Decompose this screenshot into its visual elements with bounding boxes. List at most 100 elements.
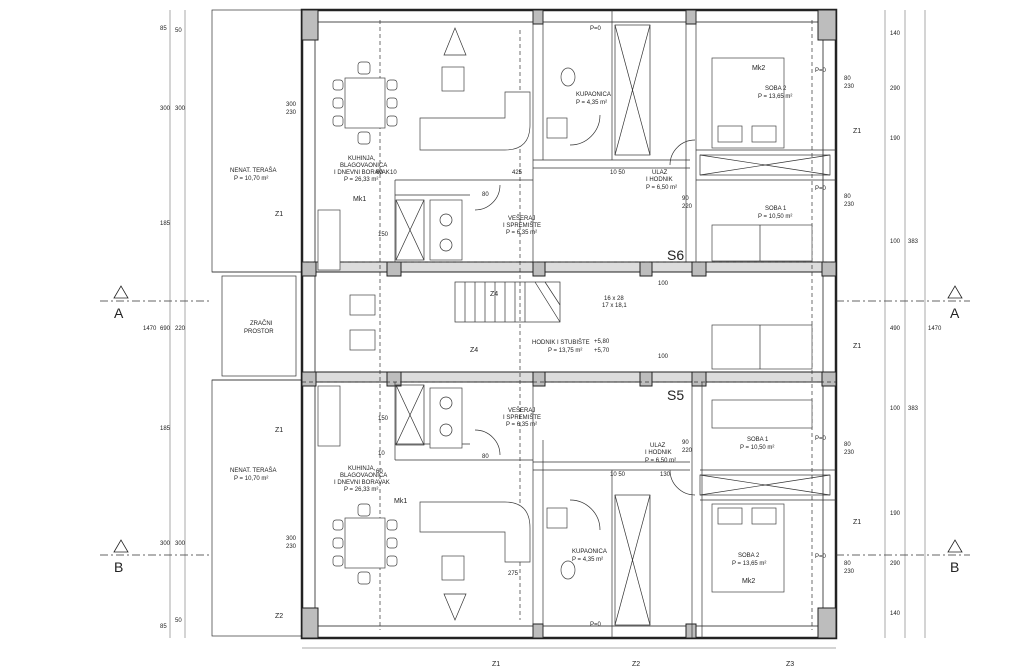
bath-top-area: P = 4,35 m² [576,100,607,106]
room1-top-area: P = 10,50 m² [758,214,792,220]
left-dim-85-top: 85 [160,26,167,32]
air-space-name-1: ZRAČNI [250,320,273,327]
kitchen-bottom-name-1: KUHINJA, [348,466,376,472]
stairs-line-1: 16 x 28 [604,296,624,302]
wall-tag-z4-b: Z4 [470,347,478,354]
laundry-top-name-2: I SPREMIŠTE [503,222,541,229]
entry-top-area: P = 6,50 m² [646,185,677,191]
entry-top-name-1: ULAZ [652,170,668,176]
wall-tag-z4-a: Z4 [490,291,498,298]
bath-top-name: KUPAONICA [576,92,611,98]
wall-tag-z2-b: Z2 [632,661,640,668]
laundry-top-name-1: VEŠERAJ [508,215,535,222]
laundry-bottom-name-1: VEŠERAJ [508,407,535,414]
dim-150-top: 150 [378,232,389,238]
left-dim-185-top: 185 [160,221,171,227]
win-dim-230-c: 230 [844,450,855,456]
wall-tag-z1-c: Z1 [853,128,861,135]
kitchen-bottom-area: P = 26,33 m² [344,487,378,493]
hall-level-down: +5,70 [594,348,610,354]
entry-top-name-2: I HODNIK [646,177,673,183]
dim-130: 130 [660,472,671,478]
left-dim-300-top: 300 [160,106,171,112]
terrace-top [211,9,303,273]
win-dim-230-top: 230 [286,110,297,116]
wall-tag-z1-a: Z1 [275,211,283,218]
dim-150-bottom: 150 [378,416,389,422]
right-total: 1470 [928,326,942,332]
stair-s5: S5 [667,387,684,403]
door-dim-220-a: 220 [682,204,693,210]
kitchen-top-name-3: I DNEVNI BORAVAK [334,170,390,176]
dim-80-laundry: 80 [482,192,489,198]
win-dim-230-b: 230 [844,202,855,208]
kitchen-top-area: P = 26,33 m² [344,177,378,183]
wall-tag-z1-d: Z1 [853,343,861,350]
section-a-right: A [950,305,960,321]
dim-1050-bottom: 10 50 [610,472,626,478]
win-dim-80-b: 80 [844,194,851,200]
left-dim-300b-top: 300 [175,106,186,112]
dim-80-laundry-b: 80 [482,454,489,460]
room2-bottom-tag: Mk2 [742,578,755,585]
win-dim-80-a: 80 [844,76,851,82]
section-b-right: B [950,559,959,575]
room2-top-name: SOBA 2 [765,86,787,92]
hall-level-up: +5,80 [594,339,610,345]
kitchen-top-name-2: BLAGOVAONICA [340,163,387,169]
wall-tag-z1-b: Z1 [275,427,283,434]
air-space-name-2: PROSTOR [244,329,274,335]
win-dim-300-bottom: 300 [286,536,297,542]
window-mark-2: P=0 [590,622,602,628]
kitchen-bottom-tag: Mk1 [394,498,407,505]
right-dim-140-top: 140 [890,31,901,37]
left-dim-185-bottom: 185 [160,426,171,432]
entry-bottom-area: P = 6,50 m² [645,458,676,464]
bath-bottom-area: P = 4,35 m² [572,557,603,563]
win-dim-300-top: 300 [286,102,297,108]
laundry-bottom-name-2: I SPREMIŠTE [503,414,541,421]
wall-tag-z1-f: Z1 [492,661,500,668]
room1-bottom-area: P = 10,50 m² [740,445,774,451]
left-total: 1470 [143,326,157,332]
stair-s6: S6 [667,247,684,263]
right-dim-190-bottom: 190 [890,511,901,517]
right-dim-383-bottom: 383 [908,406,919,412]
stairs-line-2: 17 x 18,1 [602,303,627,309]
dim-60-bottom: 60 [376,469,383,475]
wall-tag-z3: Z3 [786,661,794,668]
right-dim-490: 490 [890,326,901,332]
terrace-bottom [211,379,303,637]
dim-100-stair-b: 100 [658,354,669,360]
win-dim-230-bottom: 230 [286,544,297,550]
kitchen-bottom-name-3: I DNEVNI BORAVAK [334,480,390,486]
door-dim-90-a: 90 [682,196,689,202]
door-dim-220-b: 220 [682,448,693,454]
dim-60-top: 60 [376,170,383,176]
entry-bottom-name-2: I HODNIK [645,450,672,456]
right-dim-100-top: 100 [890,239,901,245]
dim-275: 275 [508,571,519,577]
right-dim-290-bottom: 290 [890,561,901,567]
air-space [221,275,297,377]
right-dim-190-top: 190 [890,136,901,142]
dim-1050-top: 10 50 [610,170,626,176]
dim-100-stair: 100 [658,281,669,287]
dim-425: 425 [512,170,523,176]
left-dim-300-bottom: 300 [160,541,171,547]
room2-bottom-area: P = 13,65 m² [732,561,766,567]
hall-area: P = 13,75 m² [548,348,582,354]
terrace-top-name: NENAT. TERAS̄A [230,167,276,174]
window-mark-3: P=0 [815,68,827,74]
outer-wall [300,8,838,640]
kitchen-bottom-name-2: BLAGOVAONICA [340,473,387,479]
window-mark-1: P=0 [590,26,602,32]
room1-bottom-name: SOBA 1 [747,437,769,443]
room2-bottom-name: SOBA 2 [738,553,760,559]
room1-top-name: SOBA 1 [765,206,787,212]
kitchen-top-tag: Mk1 [353,196,366,203]
laundry-top-area: P = 6,35 m² [506,230,537,236]
room2-top-area: P = 13,65 m² [758,94,792,100]
bath-bottom-name: KUPAONICA [572,549,607,555]
